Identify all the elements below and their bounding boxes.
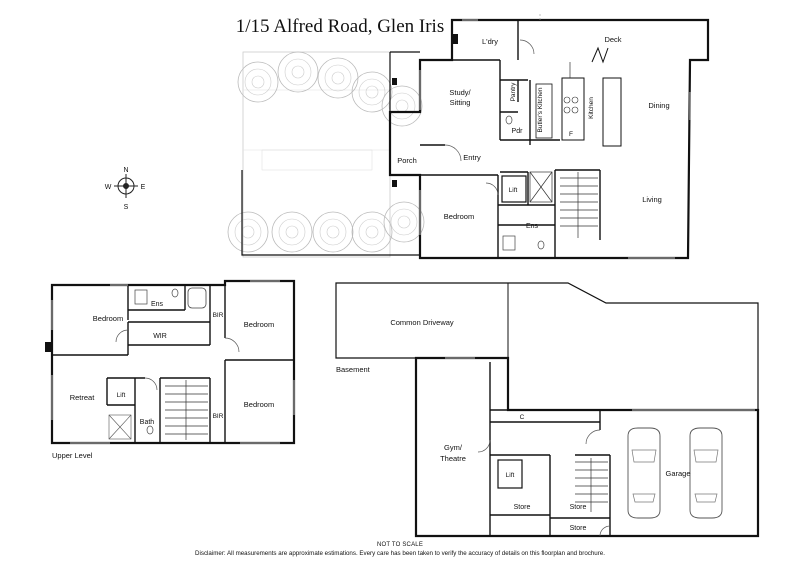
- room-bedroom-se: Bedroom: [244, 400, 274, 409]
- room-store-left: Store: [514, 504, 531, 511]
- room-bir-bottom: BIR: [213, 413, 224, 420]
- upper-lift-label: Lift: [117, 392, 126, 399]
- deck-step-icon: [591, 46, 609, 64]
- not-to-scale-note: NOT TO SCALE: [376, 542, 424, 548]
- room-wir: WIR: [153, 333, 167, 340]
- room-bedroom-west: Bedroom: [93, 314, 123, 323]
- compass-s: S: [124, 204, 129, 211]
- room-study-line2: Sitting: [450, 98, 471, 107]
- room-garage: Garage: [665, 469, 690, 478]
- car-icon: [627, 427, 661, 519]
- room-study-line1: Study/: [449, 88, 471, 97]
- page-title: 1/15 Alfred Road, Glen Iris: [235, 16, 445, 37]
- ground-lift-label: Lift: [509, 187, 518, 194]
- ground-floor-plan: L'dry Deck Study/ Sitting Pantry Butler'…: [227, 12, 710, 260]
- room-retreat: Retreat: [70, 393, 96, 402]
- basement-label: Basement: [336, 365, 371, 374]
- disclaimer: Disclaimer: All measurements are approxi…: [195, 550, 605, 557]
- basement-plan: Common Driveway Basement C Gym/ Theatre …: [335, 282, 760, 538]
- room-bedroom-ne: Bedroom: [244, 320, 274, 329]
- room-gym-line1: Gym/: [444, 443, 463, 452]
- room-laundry: L'dry: [482, 37, 498, 46]
- room-ensuite-upper: Ens: [151, 301, 164, 308]
- bathtub: [187, 287, 207, 309]
- common-driveway-label: Common Driveway: [390, 318, 454, 327]
- room-gym-line2: Theatre: [440, 454, 466, 463]
- butlers-bench: [535, 83, 553, 139]
- kitchen-bench: [561, 77, 585, 141]
- compass-w: W: [105, 184, 112, 191]
- basement-stairs: [575, 458, 608, 512]
- compass: N S E W: [105, 167, 146, 211]
- room-kitchen: Kitchen: [588, 97, 595, 119]
- room-bir-top: BIR: [213, 312, 224, 319]
- room-pantry: Pantry: [510, 82, 517, 102]
- room-bedroom-ground: Bedroom: [444, 212, 474, 221]
- room-porch: Porch: [397, 156, 417, 165]
- room-store-bottom: Store: [570, 525, 587, 532]
- kitchen-island: [602, 77, 622, 147]
- room-living: Living: [642, 195, 662, 204]
- shower: [108, 414, 132, 440]
- room-powder: Pdr: [512, 128, 524, 135]
- room-dining: Dining: [648, 101, 669, 110]
- ground-stairs: [529, 171, 598, 238]
- room-entry: Entry: [463, 153, 481, 162]
- basement-lift: [497, 459, 523, 489]
- room-ensuite-ground: Ens: [526, 223, 539, 230]
- room-deck: Deck: [604, 35, 621, 44]
- room-butlers-kitchen: Butler's Kitchen: [537, 87, 544, 132]
- compass-e: E: [141, 184, 146, 191]
- upper-level-label: Upper Level: [52, 451, 93, 460]
- cupboard-label: C: [520, 414, 525, 421]
- room-store-mid: Store: [570, 504, 587, 511]
- room-bath: Bath: [140, 419, 155, 426]
- upper-level-plan: Bedroom Ens BIR Bedroom WIR Retreat Lift…: [45, 279, 296, 460]
- compass-n: N: [123, 167, 128, 174]
- fridge-label: F: [569, 131, 573, 138]
- ground-lift: [501, 175, 527, 203]
- car-icon: [689, 427, 723, 519]
- basement-lift-label: Lift: [506, 472, 515, 479]
- upper-stairs: [165, 380, 208, 440]
